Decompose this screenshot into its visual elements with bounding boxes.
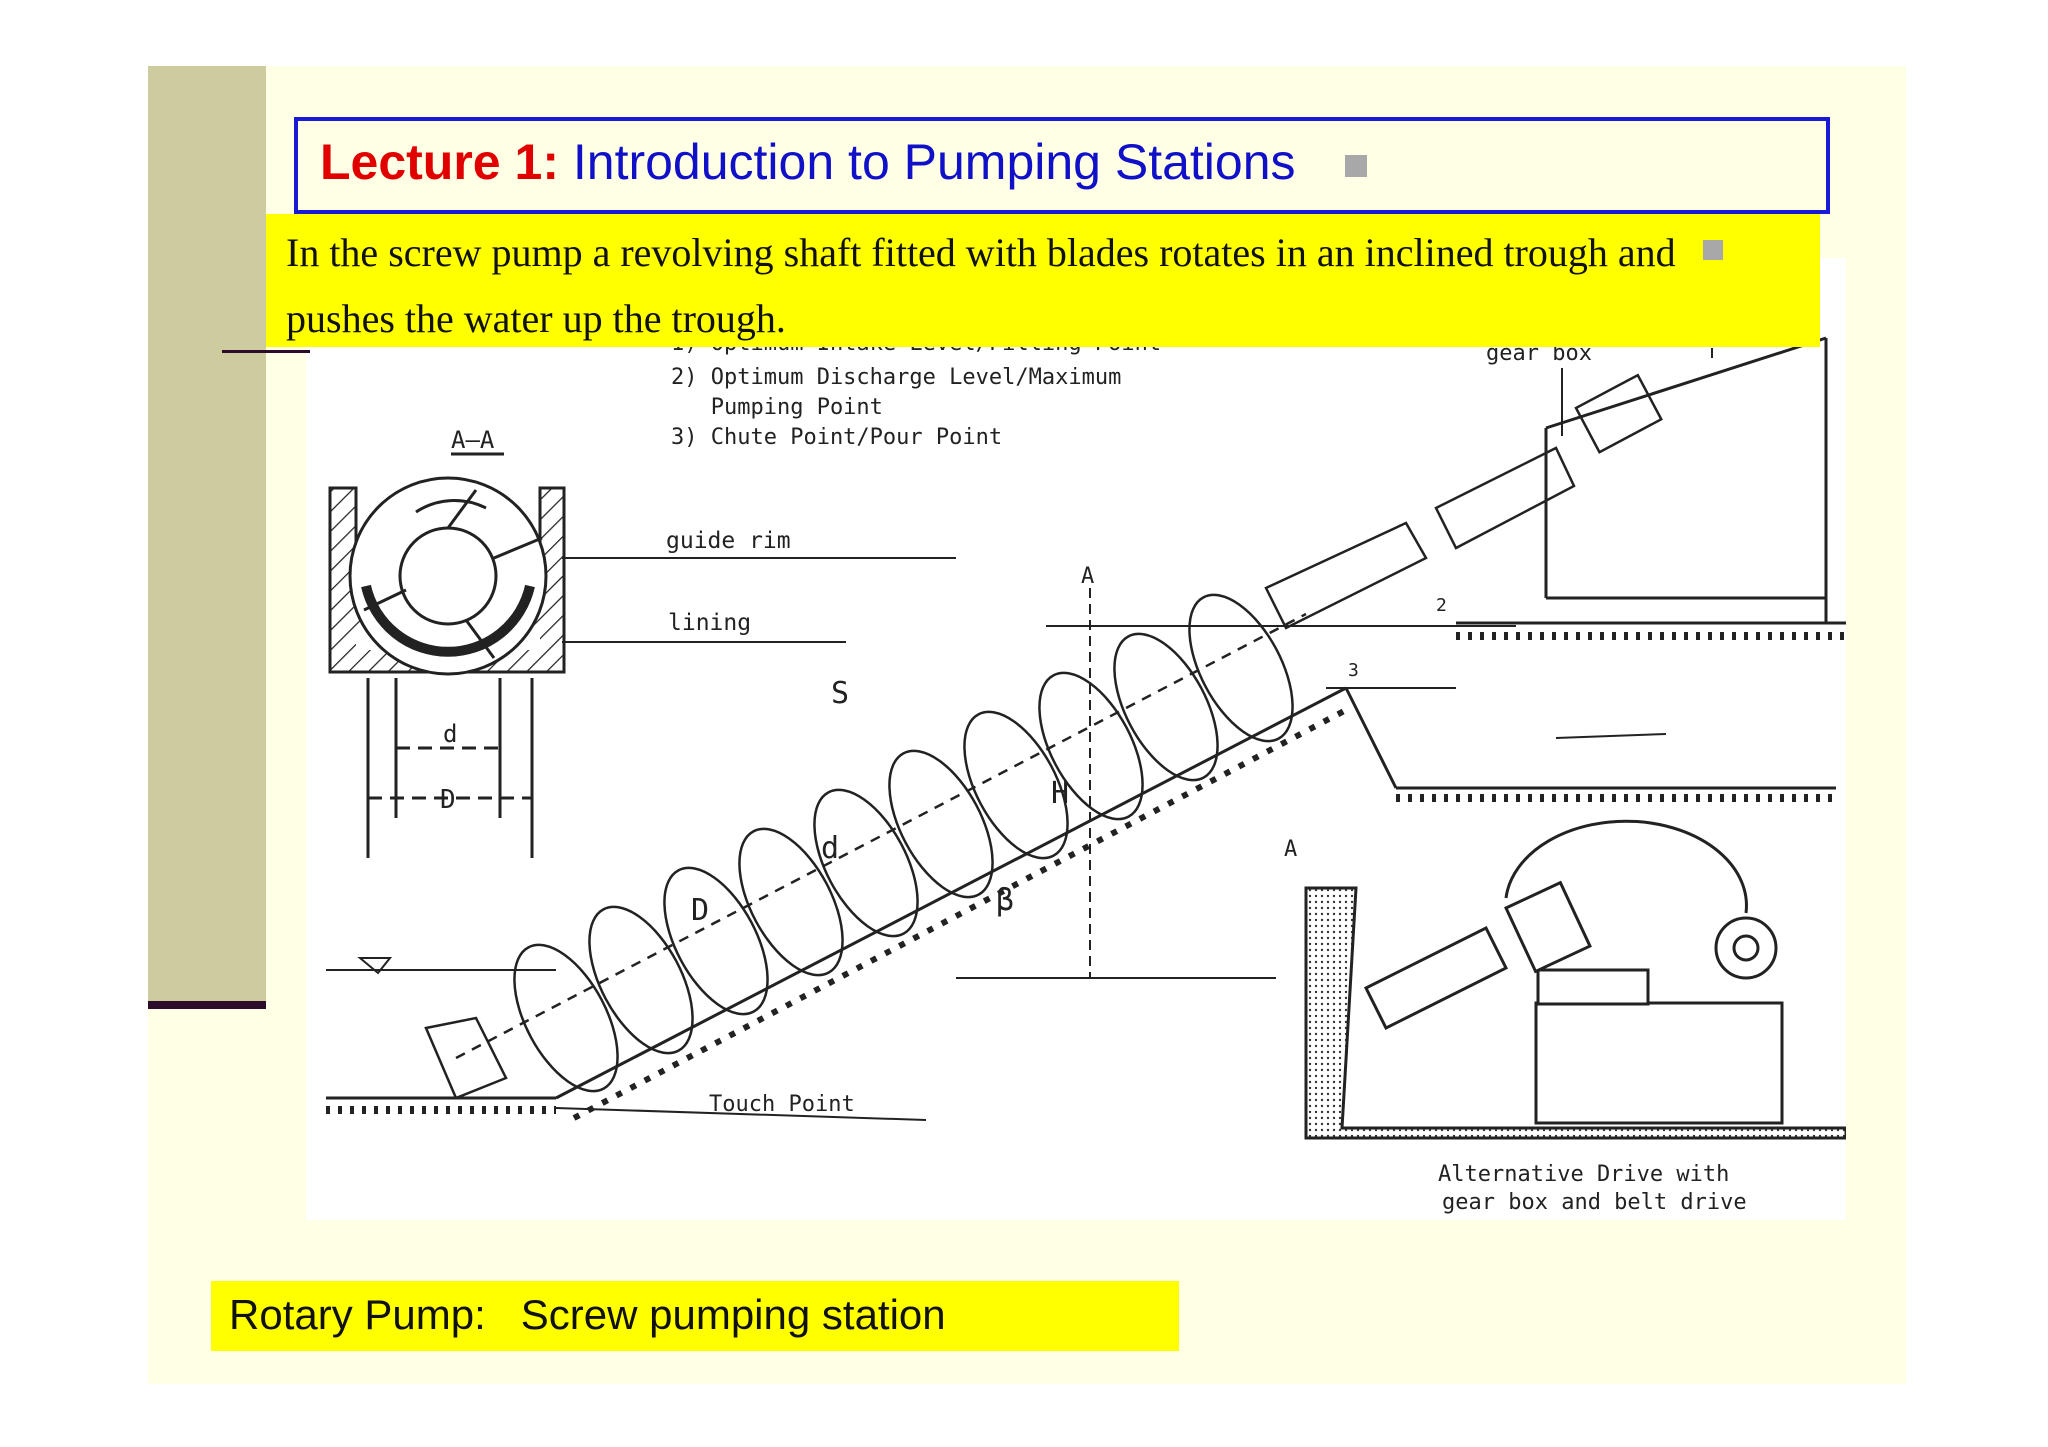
caption-box: Rotary Pump: Screw pumping station [211,1281,1179,1351]
label-level-3: 3 [1348,660,1359,681]
label-h: H [1051,776,1069,811]
inclined-trough [326,336,1846,1121]
title-underline-accent [222,350,310,353]
label-a-bottom: A [1284,837,1297,862]
legend-line-3: Pumping Point [671,395,883,420]
section-label: A–A [451,426,495,454]
label-level-2: 2 [1436,595,1447,616]
label-s: S [831,676,849,711]
section-big-d-label: D [440,785,456,815]
lining-label: lining [668,610,751,636]
legend-line-4: 3) Chute Point/Pour Point [671,425,1002,450]
section-d-label: d [443,720,457,748]
diagram-labels: Touch Point gear box [555,341,1713,1121]
callouts: guide rim lining [562,528,956,643]
square-bullet-icon [1345,154,1368,177]
alt-drive-line-2: gear box and belt drive [1442,1190,1747,1215]
caption-text: Rotary Pump: Screw pumping station [229,1291,946,1338]
legend-line-2: 2) Optimum Discharge Level/Maximum [671,365,1121,390]
label-a-top: A [1081,564,1094,589]
side-accent-rule [148,1001,266,1009]
side-accent-bar [148,66,266,1006]
alt-drive-line-1: Alternative Drive with [1438,1162,1729,1187]
screw-pump-diagram: 1) Optimum Intake Level/Filling Point 2)… [306,258,1848,1220]
label-beta: β [996,883,1014,918]
note-box: In the screw pump a revolving shaft fitt… [266,214,1820,347]
alternative-drive: Alternative Drive with gear box and belt… [1304,819,1848,1215]
guide-rim-label: guide rim [666,528,791,554]
title-box: Lecture 1: Introduction to Pumping Stati… [294,117,1830,214]
label-d: d [821,831,839,866]
dimension-labels: S H d D β A A 2 3 [326,564,1667,979]
square-bullet-icon [1703,240,1723,260]
label-big-d: D [691,893,709,928]
page-title: Lecture 1: Introduction to Pumping Stati… [320,133,1368,191]
note-text: In the screw pump a revolving shaft fitt… [286,230,1676,341]
title-prefix: Lecture 1: [320,134,559,190]
screw-flights [424,373,1663,1100]
title-text: Introduction to Pumping Stations [572,134,1296,190]
section-a-a: A–A d D [328,426,566,858]
